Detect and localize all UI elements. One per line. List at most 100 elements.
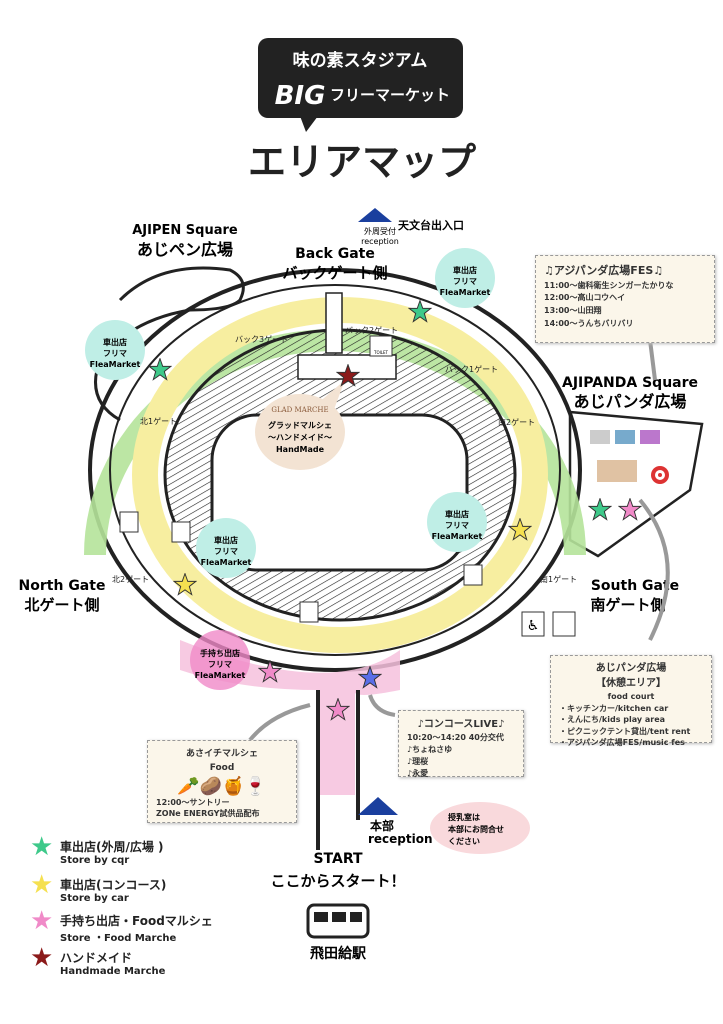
food-trucks-icon bbox=[590, 430, 669, 484]
gate-north2: 北2ゲート bbox=[112, 574, 149, 584]
hq-tent-icon bbox=[358, 797, 398, 815]
live-title: ♪コンコースLIVE♪ bbox=[417, 719, 505, 730]
svg-text:車出店: 車出店 bbox=[453, 265, 477, 275]
svg-text:車出店: 車出店 bbox=[103, 337, 127, 347]
train-icon bbox=[306, 903, 370, 939]
legend-jp: ハンドメイド bbox=[60, 951, 133, 965]
fes-schedule-card: ♫アジパンダ広場FES♫ 11:00～歯科衛生シンガーたかりな 12:00～高山… bbox=[535, 255, 715, 343]
ajipanda-label-jp: あじパンダ広場 bbox=[574, 392, 687, 411]
svg-text:手持ち出店: 手持ち出店 bbox=[200, 648, 240, 658]
svg-text:車出店: 車出店 bbox=[214, 535, 238, 545]
outer-reception-jp: 外周受付 bbox=[364, 226, 396, 236]
svg-text:車出店: 車出店 bbox=[445, 509, 469, 519]
arrows bbox=[248, 339, 670, 742]
fes-item: 11:00～歯科衛生シンガーたかりな bbox=[544, 280, 674, 290]
food-court-item: ・えんにち/kids play area bbox=[559, 715, 666, 725]
live-item: ♪理桜 bbox=[407, 757, 429, 766]
fes-item: 12:00～高山コウヘイ bbox=[544, 293, 626, 303]
asaichi-line1: 12:00～サントリー bbox=[156, 798, 230, 808]
ajipanda-square bbox=[568, 410, 704, 558]
svg-text:フリマ: フリマ bbox=[214, 547, 238, 556]
food-icons: 🥕🥔🍯🍷 bbox=[177, 775, 267, 797]
svg-text:FleaMarket: FleaMarket bbox=[440, 288, 491, 297]
svg-text:フリマ: フリマ bbox=[453, 277, 477, 286]
ajipen-label-jp: あじペン広場 bbox=[137, 240, 233, 259]
fes-item: 13:00～山田翔 bbox=[544, 306, 602, 316]
tenmon-entrance-label: 天文台出入口 bbox=[398, 218, 464, 232]
svg-text:FleaMarket: FleaMarket bbox=[195, 671, 246, 680]
legend-jp: 車出店(外周/広場 ) bbox=[60, 840, 164, 854]
asaichi-en: Food bbox=[209, 763, 235, 774]
gate-back1: バック1ゲート bbox=[445, 364, 498, 374]
food-court-item: ・アジパンダ広場FES/music fes bbox=[559, 738, 685, 748]
outer-reception-en: reception bbox=[361, 237, 399, 246]
fes-item: 14:00～うんちバリバリ bbox=[544, 318, 634, 328]
svg-text:GLAD MARCHE: GLAD MARCHE bbox=[271, 406, 328, 414]
start-label-jp: ここからスタート！ bbox=[270, 872, 405, 890]
outer-reception-tent bbox=[358, 208, 392, 222]
concourse-live-card: ♪コンコースLIVE♪ 10:20～14:20 40分交代 ♪ちょねさゆ ♪理桜… bbox=[398, 710, 524, 778]
gate-south1: 南1ゲート bbox=[540, 574, 577, 584]
back-gate-label-jp: バックゲート側 bbox=[282, 264, 387, 282]
asaichi-line2: ZONe ENERGY試供品配布 bbox=[156, 809, 260, 819]
page-title: エリアマップ bbox=[248, 140, 476, 184]
gate-back2: バック2ゲート bbox=[345, 325, 398, 335]
north-gate-label-en: North Gate bbox=[19, 578, 106, 594]
legend-item-yellow: ★ 車出店(コンコース)Store by car bbox=[30, 872, 167, 904]
legend-jp: 車出店(コンコース) bbox=[60, 878, 167, 892]
svg-text:フリマ: フリマ bbox=[103, 349, 127, 358]
svg-text:HandMade: HandMade bbox=[276, 445, 325, 454]
legend-en: Store by car bbox=[60, 893, 129, 904]
svg-text:TOILET: TOILET bbox=[373, 350, 389, 355]
title-box: 味の素スタジアム BIG フリーマーケット bbox=[258, 38, 463, 132]
live-item: ♪ちょねさゆ bbox=[407, 745, 453, 754]
svg-text:FleaMarket: FleaMarket bbox=[432, 532, 483, 541]
legend-item-green: ★車出店(外周/広場 )Store by cqr bbox=[30, 834, 164, 866]
food-court-title: あじパンダ広場 bbox=[595, 663, 667, 674]
legend-en: Handmade Marche bbox=[60, 966, 166, 977]
nursing-note: 授乳室は 本部にお問合せ ください bbox=[430, 802, 530, 854]
food-court-item: ・キッチンカー/kitchen car bbox=[559, 703, 669, 713]
ajipen-label-en: AJIPEN Square bbox=[132, 223, 238, 238]
svg-text:グラッドマルシェ: グラッドマルシェ bbox=[268, 420, 332, 430]
hq-label-en: reception bbox=[368, 832, 433, 846]
svg-text:授乳室は: 授乳室は bbox=[448, 812, 480, 822]
hq-label-jp: 本部 bbox=[370, 818, 394, 833]
svg-text:FleaMarket: FleaMarket bbox=[201, 558, 252, 567]
svg-text:～ハンドメイド～: ～ハンドメイド～ bbox=[268, 433, 332, 442]
gate-north1: 北1ゲート bbox=[140, 416, 177, 426]
food-court-en: food court bbox=[607, 692, 655, 701]
start-label-en: START bbox=[313, 851, 363, 867]
north-gate-label-jp: 北ゲート側 bbox=[24, 596, 99, 614]
svg-text:フリマ: フリマ bbox=[445, 521, 469, 530]
food-court-item: ・ピクニックテント貸出/tent rent bbox=[559, 726, 691, 736]
legend-en: Store by cqr bbox=[60, 855, 130, 866]
title-line2: フリーマーケット bbox=[330, 86, 450, 104]
asaichi-card: あさイチマルシェ Food 🥕🥔🍯🍷 12:00～サントリー ZONe ENER… bbox=[147, 740, 297, 823]
svg-text:ください: ください bbox=[448, 837, 480, 846]
gate-back3: バック3ゲート bbox=[235, 334, 288, 344]
svg-text:FleaMarket: FleaMarket bbox=[90, 360, 141, 369]
svg-text:♿: ♿ bbox=[527, 618, 540, 634]
glad-marche-bubble: GLAD MARCHE グラッドマルシェ ～ハンドメイド～ HandMade bbox=[255, 380, 345, 470]
gate-south2: 南2ゲート bbox=[498, 417, 535, 427]
food-court-card: あじパンダ広場 【休憩エリア】 food court ・キッチンカー/kitch… bbox=[550, 655, 712, 747]
toilet-icons: TOILET ♿ bbox=[119, 335, 576, 637]
road-to-station bbox=[316, 690, 360, 850]
ajipanda-label-en: AJIPANDA Square bbox=[562, 375, 698, 391]
live-time: 10:20～14:20 40分交代 bbox=[407, 733, 504, 742]
legend-jp: 手持ち出店・Foodマルシェ bbox=[60, 914, 213, 928]
svg-text:本部にお問合せ: 本部にお問合せ bbox=[447, 824, 504, 834]
legend-en: Store ・Food Marche bbox=[60, 933, 177, 944]
south-gate-label-jp: 南ゲート側 bbox=[590, 596, 665, 614]
star-icon: ★ bbox=[30, 870, 54, 900]
stadium-outer bbox=[88, 268, 582, 672]
